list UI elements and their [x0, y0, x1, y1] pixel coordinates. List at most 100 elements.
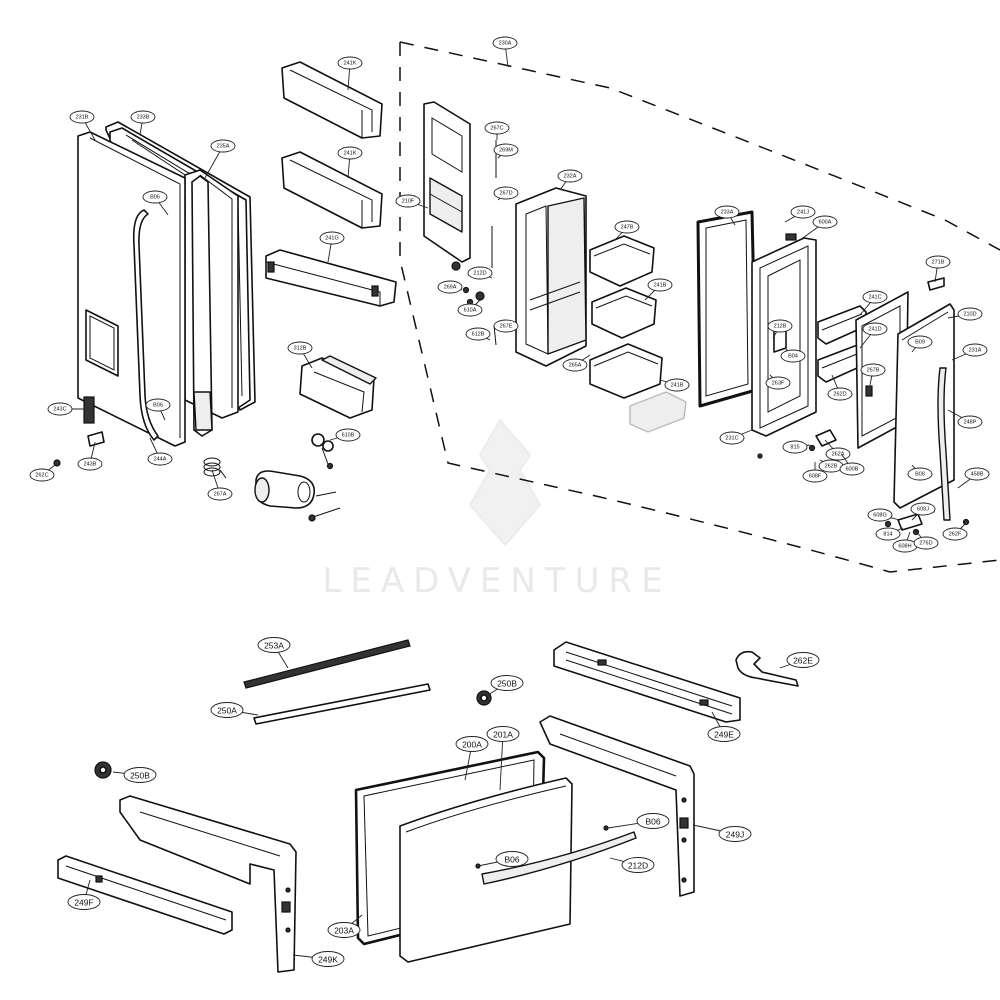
callout-c-233b: 233B — [130, 110, 156, 136]
callout-label: 249F — [74, 898, 93, 908]
callout-c-262b: 262B — [818, 459, 844, 473]
callout-label: B04 — [788, 354, 798, 360]
callout-label: 600A — [819, 220, 832, 226]
callout-bubble — [210, 139, 236, 153]
callout-bubble — [145, 398, 171, 412]
callout-label: 610B — [342, 433, 355, 439]
callout-bubble — [493, 186, 519, 200]
callout-c-241d: 241D — [859, 322, 888, 349]
callout-label: 600B — [846, 467, 859, 473]
callout-bubble — [327, 922, 361, 938]
callout-bubble — [942, 527, 968, 541]
bracket-243c — [83, 396, 95, 424]
callout-c-267b: 267B — [860, 363, 886, 386]
callout-c-610b: 610B — [329, 428, 361, 442]
rail-249e — [553, 641, 741, 723]
watermark: LEADVENTURE — [322, 418, 663, 601]
callout-bubble — [67, 894, 101, 910]
wrench-262e — [735, 650, 799, 687]
callout-bubble — [395, 194, 421, 208]
callout-label: 247B — [621, 225, 634, 231]
callout-label: 276D — [919, 541, 932, 547]
door-outer-panel-231a — [893, 303, 955, 521]
hinge-spring — [203, 457, 227, 479]
door-bin-241k-lower — [281, 151, 383, 229]
dispenser-frame-210f — [423, 101, 471, 271]
callout-label: 271B — [932, 260, 945, 266]
callout-c-250b-1: 250B — [487, 675, 524, 696]
hinge-hardware — [757, 277, 970, 536]
callout-label: 210D — [963, 312, 976, 318]
roller-250b-upper — [476, 690, 492, 706]
bin-241b-middle — [591, 287, 657, 339]
callout-c-612b: 612B — [465, 327, 491, 341]
callout-label: 243B — [84, 462, 97, 468]
bracket-249j — [539, 715, 695, 897]
callout-bubble — [495, 851, 529, 867]
callout-c-600a: 600A — [799, 215, 838, 241]
callout-c-249j: 249J — [692, 824, 752, 842]
callout-c-267c: 267C — [484, 121, 510, 140]
callout-c-276d: 276D — [913, 529, 939, 550]
callout-bubble — [142, 190, 168, 204]
callout-label: 212D — [628, 861, 648, 871]
callout-label: 212D — [473, 271, 486, 277]
callout-c-253a: 253A — [257, 637, 291, 669]
callout-bubble — [827, 387, 853, 401]
callout-c-201a: 201A — [486, 726, 520, 791]
callout-bubble — [765, 376, 791, 390]
callout-bubble — [910, 502, 936, 516]
callout-c-267d: 267D — [493, 186, 519, 201]
callout-bubble — [437, 280, 463, 294]
callout-bubble — [812, 215, 838, 229]
callout-c-815: 815 — [782, 440, 811, 454]
callout-bubble — [335, 428, 361, 442]
left-door-assembly — [53, 121, 256, 479]
callout-bubble — [562, 358, 588, 372]
callout-label: B09 — [915, 340, 925, 346]
callout-c-262c: 262C — [29, 464, 56, 482]
callout-label: 267B — [867, 368, 880, 374]
callout-bubble — [210, 702, 244, 718]
callout-label: 249J — [726, 830, 744, 840]
door-liner-232a — [515, 187, 587, 367]
callout-bubble — [207, 487, 233, 501]
callout-c-241k-1: 241K — [337, 56, 363, 91]
callout-label: 244A — [154, 457, 167, 463]
callout-label: 608J — [917, 507, 929, 513]
callout-bubble — [714, 205, 740, 219]
callout-c-600b: 600B — [839, 454, 865, 476]
callout-c-212d: 212D — [609, 857, 655, 873]
callout-label: 241C — [868, 295, 881, 301]
callout-bubble — [636, 813, 670, 829]
callout-label: 248P — [964, 420, 977, 426]
callout-label: 262B — [825, 464, 838, 470]
callout-label: 249E — [714, 730, 734, 740]
door-gasket-233a — [696, 210, 758, 408]
callout-c-814: 814 — [875, 527, 904, 541]
callout-c-231b: 231B — [69, 110, 96, 141]
callout-bubble — [957, 415, 983, 429]
callout-bubble — [130, 110, 156, 124]
callout-bubble — [492, 36, 518, 50]
callout-c-271b: 271B — [925, 255, 951, 283]
callout-c-231a: 231A — [951, 343, 988, 361]
callout-c-231c: 231C — [719, 429, 753, 445]
callout-c-241k-2: 241K — [337, 146, 363, 179]
callout-c-b04: B04 — [780, 347, 806, 363]
callout-c-262f: 262F — [942, 523, 968, 541]
rail-249f — [57, 855, 233, 935]
callout-label: 262A — [832, 452, 845, 458]
callout-label: 231C — [725, 436, 738, 442]
callout-bubble — [614, 220, 640, 234]
bucket-312b — [299, 355, 377, 419]
callout-bubble — [465, 327, 491, 341]
roller-250b-left — [94, 761, 112, 779]
callout-label: B06 — [153, 403, 163, 409]
callout-label: 312B — [294, 346, 307, 352]
callout-c-610a: 610A — [457, 299, 483, 317]
callout-bubble — [29, 468, 55, 482]
callout-label: 200A — [462, 740, 482, 750]
